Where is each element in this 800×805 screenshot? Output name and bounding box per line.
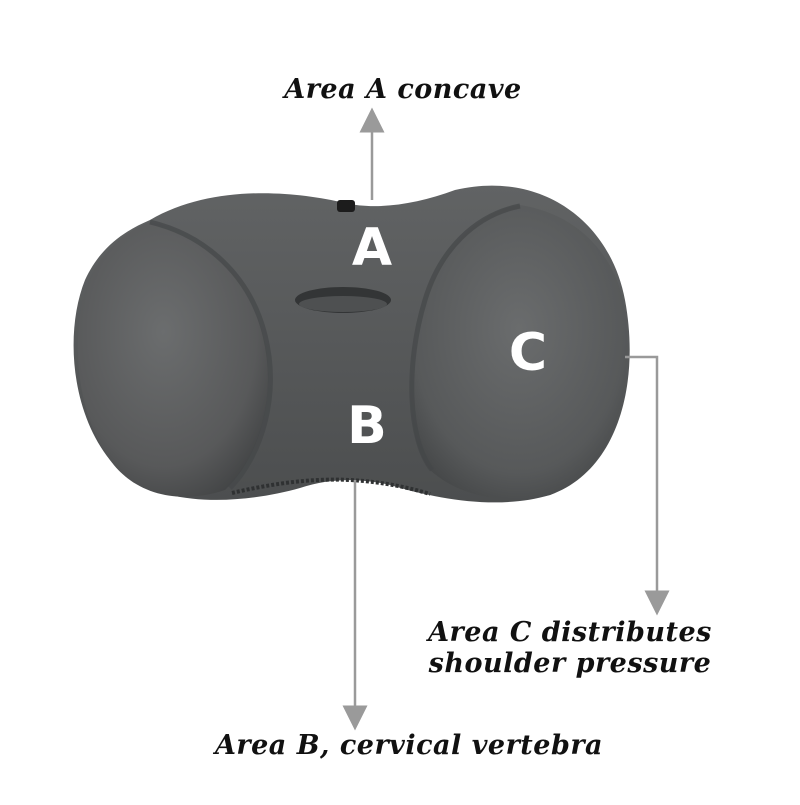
zone-label-c: C [509, 323, 547, 383]
pillow-seam-right [409, 203, 521, 472]
caption-area-c: Area C distributes shoulder pressure [420, 617, 720, 679]
arrow-area-c [625, 355, 670, 616]
pillow-seam-left [149, 219, 273, 490]
pillow-left-lobe [77, 222, 269, 497]
caption-area-c-line2: shoulder pressure [428, 648, 712, 679]
pillow-zipper-tab [337, 200, 355, 212]
pillow-right-lobe [410, 205, 628, 500]
caption-area-c-line1: Area C distributes [428, 617, 712, 648]
caption-area-a: Area A concave [284, 74, 522, 105]
zone-label-b: B [347, 396, 387, 456]
caption-area-b: Area B, cervical vertebra [214, 730, 604, 761]
zone-label-a: A [352, 218, 392, 278]
pillow-concave-dimple-inner [299, 296, 387, 312]
